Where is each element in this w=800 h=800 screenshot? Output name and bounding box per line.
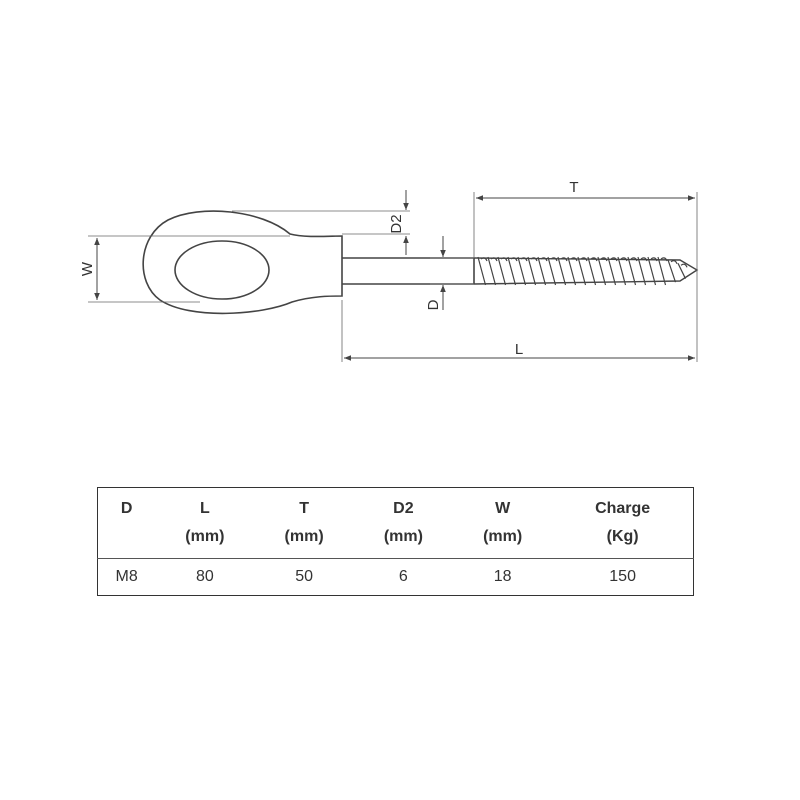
- col-header-name: Charge: [595, 500, 651, 517]
- col-header-d: D: [98, 488, 156, 559]
- col-header-unit: (mm): [284, 528, 324, 545]
- cell-w: 18: [453, 558, 553, 596]
- screw-thread: [473, 256, 699, 286]
- col-header-name: D: [120, 500, 133, 517]
- label-L: L: [515, 341, 523, 358]
- screw-shank: [342, 257, 475, 285]
- col-header-l: L (mm): [155, 488, 254, 559]
- label-D2: D2: [388, 214, 405, 233]
- col-header-w: W (mm): [453, 488, 552, 559]
- label-W: W: [79, 261, 96, 276]
- col-header-unit: (mm): [483, 528, 523, 545]
- col-header-unit: [98, 523, 155, 551]
- spec-table-header-row: D L (mm) T (mm) D2 (mm) W (mm) Charge (K: [98, 488, 694, 559]
- col-header-unit: (Kg): [606, 528, 639, 545]
- col-header-charge: Charge (Kg): [552, 488, 693, 559]
- label-D: D: [425, 299, 442, 310]
- screw-eye: [142, 210, 343, 315]
- col-header-name: W: [495, 500, 511, 517]
- col-header-t: T (mm): [254, 488, 353, 559]
- eye-screw-drawing: T L W D2 D: [79, 179, 699, 362]
- col-header-name: T: [299, 500, 309, 517]
- col-header-name: D2: [393, 500, 414, 517]
- col-header-name: L: [199, 500, 210, 517]
- cell-l: 80: [155, 558, 255, 596]
- col-header-unit: (mm): [185, 528, 225, 545]
- extension-lines: [88, 192, 698, 362]
- label-T: T: [569, 179, 578, 196]
- cell-t: 50: [254, 558, 354, 596]
- table-row: M8 80 50 6 18 150: [97, 558, 694, 596]
- cell-d: M8: [97, 558, 156, 596]
- thread-crests: [477, 256, 688, 286]
- spec-table: D L (mm) T (mm) D2 (mm) W (mm) Charge (K: [97, 487, 694, 596]
- cell-d2: 6: [353, 558, 453, 596]
- col-header-d2: D2 (mm): [354, 488, 453, 559]
- col-header-unit: (mm): [383, 528, 423, 545]
- dimension-lines: [94, 190, 695, 361]
- cell-charge: 150: [552, 558, 694, 596]
